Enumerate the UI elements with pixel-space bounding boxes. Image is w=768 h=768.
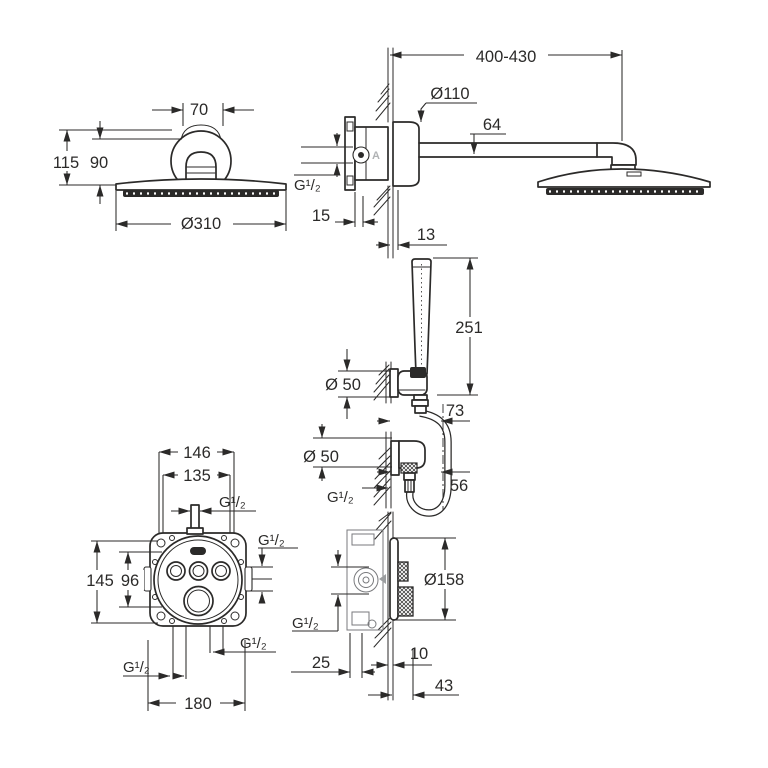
wall-hatch (373, 364, 391, 401)
dim-hand-shower-length: 251 (433, 257, 487, 396)
hose-fitting (403, 472, 416, 481)
arm-elbow (596, 142, 637, 166)
shower-arm (418, 142, 598, 158)
thread-label: G¹/₂ (258, 532, 285, 549)
dim-thread-head-side: G¹/₂ (294, 133, 353, 194)
dim-label-158: Ø158 (424, 571, 464, 589)
knurled-nut (400, 462, 418, 474)
control-buttons (166, 561, 231, 581)
outlet-elbow (398, 440, 426, 469)
dim-label-251: 251 (455, 319, 483, 337)
dim-label-145: 145 (86, 572, 114, 590)
thread-label: G¹/₂ (123, 659, 150, 676)
thread-label: G¹/₂ (294, 177, 321, 194)
dim-label-25: 25 (312, 654, 330, 672)
head-detail (626, 171, 642, 177)
dim-label-90: 90 (90, 154, 108, 172)
top-pipe (190, 504, 200, 530)
dim-arm-detail: 64 (470, 116, 506, 154)
dim-wall-clearance: 13 (376, 190, 447, 250)
dim-hose-offset-73: 73 (377, 402, 470, 425)
dim-holder-diameter: Ø 50 (320, 349, 391, 419)
logo-pill (190, 547, 206, 555)
dim-label-180: 180 (184, 695, 212, 713)
dim-label-50-elbow: Ø 50 (303, 448, 339, 466)
dim-thread-right: G¹/₂ (250, 532, 298, 604)
dim-label-400-430: 400-430 (476, 48, 537, 66)
thread-label: G¹/₂ (240, 635, 267, 652)
dim-label-110: Ø110 (430, 85, 469, 103)
right-port (244, 566, 253, 592)
dim-projection: 43 (368, 648, 459, 700)
upper-knob (397, 561, 409, 582)
elbow-flange (390, 440, 400, 476)
dim-width-total: 180 (147, 640, 246, 713)
dim-label-115: 115 (53, 154, 79, 172)
bottom-port-lines (172, 626, 224, 679)
letter-marking: A (372, 150, 380, 162)
outlet-elbow-view: Ø 50 56 G¹/₂ (301, 424, 470, 509)
wall-rosette (392, 121, 420, 187)
hand-shower-cap (410, 367, 426, 378)
dim-thread-elbow: G¹/₂ (327, 484, 388, 506)
dim-wall-thickness: 10 (371, 645, 432, 669)
dim-label-70: 70 (190, 101, 208, 119)
lower-knob (397, 586, 414, 617)
dim-head-diameter: Ø310 (115, 191, 287, 233)
head-disc-side (537, 168, 711, 188)
dim-label-43: 43 (435, 677, 453, 695)
dim-label-64: 64 (483, 116, 501, 134)
hand-shower (411, 258, 432, 375)
dim-thread-side: G¹/₂ (292, 550, 369, 632)
dim-width-outer: 146 (158, 443, 235, 533)
dim-label-10: 10 (410, 645, 428, 663)
dim-head-heights: 115 90 (49, 121, 182, 204)
dim-label-310: Ø310 (181, 215, 221, 233)
dim-width-inner: 135 (162, 467, 231, 533)
dim-hose-offset-56: 56 (377, 468, 470, 495)
holder-flange (389, 368, 399, 398)
wall-hatch (373, 83, 391, 216)
spray-face-side (546, 188, 704, 195)
thread-label: G¹/₂ (219, 494, 246, 511)
mixer-front-view: 146 135 G¹/₂ G¹/₂ 145 96 (83, 443, 298, 713)
shower-head-front-view: 70 115 90 Ø310 (49, 99, 287, 233)
dim-thread-bottom-left: G¹/₂ (123, 659, 184, 680)
dim-recess-depth: 25 (291, 633, 375, 678)
dim-label-135: 135 (183, 467, 211, 485)
dim-label-56: 56 (450, 477, 468, 495)
trim-ring (153, 535, 243, 625)
mixer-side-view: Ø158 G¹/₂ 25 10 43 (291, 511, 468, 701)
flow-arrow (379, 574, 386, 584)
dim-heights: 145 96 (83, 540, 162, 624)
dim-label-15: 15 (312, 207, 330, 225)
left-port (143, 566, 152, 592)
dim-arm-reach: 400-430 (390, 46, 623, 141)
dim-plate-clearance: 15 (312, 192, 378, 227)
dim-plate-diameter: Ø158 (395, 537, 468, 621)
dim-label-13: 13 (417, 226, 435, 244)
shower-head-side-view: A 400-430 Ø110 64 (294, 46, 711, 259)
concealed-body (346, 529, 386, 631)
head-disc (115, 178, 287, 191)
dim-label-50-holder: Ø 50 (325, 376, 361, 394)
dim-thread-top: G¹/₂ (171, 494, 256, 515)
hand-shower-view: 251 Ø 50 73 (320, 257, 487, 517)
dim-flange-diameter: Ø 50 (301, 424, 392, 481)
dim-cap-width: 70 (152, 99, 254, 126)
dim-label-73: 73 (446, 402, 464, 420)
cap-outline (180, 124, 222, 142)
dim-label-96: 96 (121, 572, 139, 590)
spray-face (123, 190, 279, 197)
dim-label-146: 146 (183, 444, 211, 462)
trim-plate-edge (389, 537, 399, 621)
dim-rosette-diameter: Ø110 (417, 85, 477, 122)
thread-label: G¹/₂ (327, 489, 354, 506)
plate-holes (152, 535, 244, 624)
thermostat-knob (183, 585, 214, 617)
thread-label: G¹/₂ (292, 615, 319, 632)
wall-hatch (373, 447, 391, 506)
